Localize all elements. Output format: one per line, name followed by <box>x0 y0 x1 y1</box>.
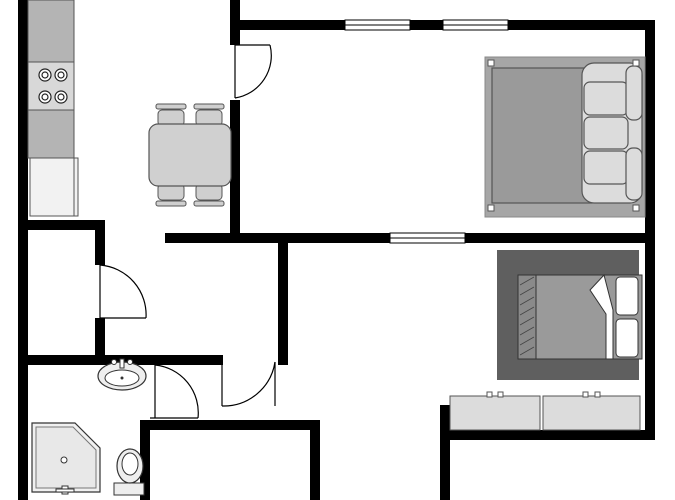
faucet-icon <box>111 358 133 369</box>
coffee-table <box>491 67 593 204</box>
window-living-top-left <box>344 19 411 31</box>
windows <box>344 19 509 244</box>
window-living-top-right <box>442 19 509 31</box>
rug-corner-post-icon <box>487 59 640 212</box>
wall-living-bottom-right <box>465 233 655 243</box>
wall-right-outer <box>645 20 655 440</box>
wall-lower-right-of-bath <box>310 420 320 500</box>
stove <box>27 61 75 111</box>
door-closet <box>99 264 147 319</box>
bed <box>517 273 643 360</box>
kitchen <box>27 0 79 217</box>
dining-set <box>148 103 232 207</box>
wall-closet-top <box>18 220 105 230</box>
dresser <box>449 391 641 431</box>
wall-living-bottom-left <box>165 233 390 243</box>
bed-folded-sheet-icon <box>589 273 614 360</box>
bed-footboard-hatch-icon <box>519 276 535 356</box>
wall-closet-right-lower <box>95 318 105 362</box>
bed-pillow-icon <box>615 276 639 358</box>
kitchen-counter-lower <box>27 109 75 159</box>
wall-bath-right-cap <box>140 420 320 430</box>
shower-drain-icon <box>60 456 68 464</box>
wall-bedroom-left <box>440 405 450 500</box>
refrigerator <box>29 157 79 217</box>
bedroom <box>449 250 643 431</box>
living-room <box>484 56 646 218</box>
door-hall <box>221 360 276 407</box>
sink <box>97 358 147 391</box>
shower-valve-icon <box>55 485 75 495</box>
doors <box>99 44 276 419</box>
wall-bath-right <box>140 420 150 500</box>
wall-left-outer <box>18 0 28 500</box>
bathroom <box>31 358 147 496</box>
door-bathroom <box>150 360 199 419</box>
dresser-knob-icon <box>486 391 601 398</box>
sofa <box>581 62 643 204</box>
door-kitchen-living <box>234 44 272 99</box>
wall-bedroom-bottom <box>440 430 655 440</box>
wall-kitchen-living <box>230 100 240 240</box>
kitchen-counter-upper <box>27 0 75 63</box>
shower <box>31 422 101 495</box>
dining-chair-icon <box>155 103 225 207</box>
wall-closet-right-upper <box>95 220 105 265</box>
stove-burner-icon <box>38 68 68 104</box>
wall-hall-right <box>278 240 288 365</box>
toilet <box>113 448 145 496</box>
dining-table <box>148 123 232 187</box>
window-interior-opening <box>389 232 466 244</box>
sink-drain-icon <box>120 376 124 380</box>
